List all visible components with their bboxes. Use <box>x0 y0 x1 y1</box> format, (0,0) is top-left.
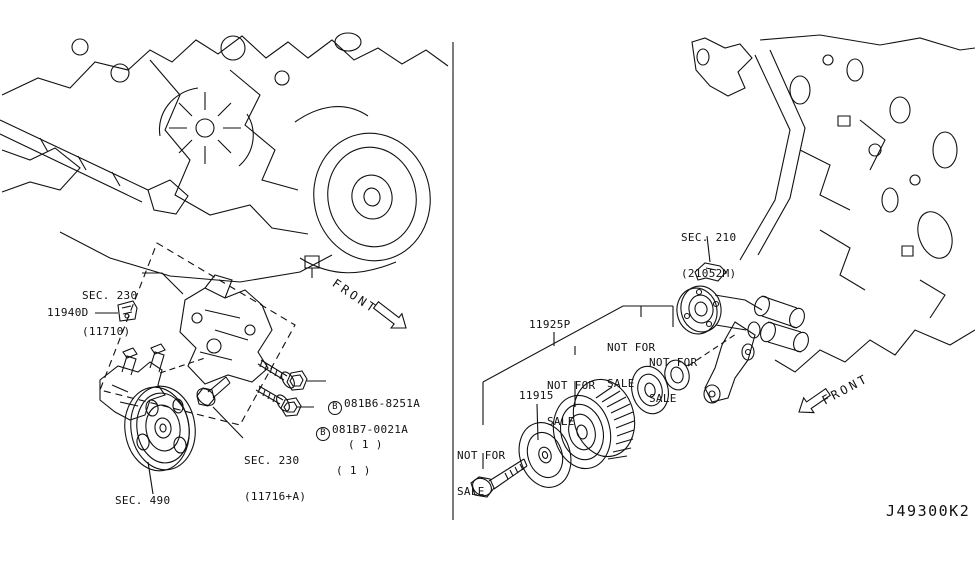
sec-210-21052m-label: SEC. 210 (21052M) <box>681 208 736 304</box>
sec-230-11710-label: SEC. 230 (11710) <box>82 266 137 362</box>
clip-11940d <box>118 301 137 321</box>
not-for-sale-label-2: NOT FOR SALE <box>649 333 697 429</box>
not-for-sale-line1: NOT FOR <box>607 341 656 354</box>
not-for-sale-line1: NOT FOR <box>547 379 596 392</box>
part-11915-label: 11915 <box>519 389 554 402</box>
idler-bracket <box>673 283 811 403</box>
pulley-11925p <box>546 373 643 475</box>
part-11940d-label: 11940D <box>47 306 89 319</box>
pump-bracket <box>180 275 272 384</box>
leader-sec230-lower <box>213 407 243 438</box>
pump-pulley <box>119 382 200 475</box>
pulley-kit-art <box>469 306 736 499</box>
not-for-sale-label-4: NOT FOR SALE <box>457 426 505 522</box>
not-for-sale-line1: NOT FOR <box>457 449 506 462</box>
pump-assembly-art <box>95 243 326 494</box>
spacer-ring-large <box>627 362 674 417</box>
bolt-b1 <box>258 360 307 390</box>
not-for-sale-label-3: NOT FOR SALE <box>547 356 595 452</box>
front-arrow-right <box>799 389 830 413</box>
pulley-bolt <box>469 459 527 499</box>
sec-230-11716a-sub: (11716+A) <box>244 490 307 503</box>
bolt-081b6-part-no: 081B6-8251A <box>344 397 421 410</box>
bolt-081b6-qty: ( 1 ) <box>348 437 383 451</box>
sec-230-11710-title: SEC. 230 <box>82 289 138 302</box>
not-for-sale-line2: SALE <box>547 415 575 428</box>
sec210-bracket-piece <box>695 263 726 281</box>
not-for-sale-label-1: NOT FOR SALE <box>607 318 655 414</box>
spacer-ring-small <box>662 358 693 393</box>
leader-sec230-upper <box>142 273 183 294</box>
front-arrow-left <box>374 302 406 328</box>
dashed-group-box <box>100 243 295 425</box>
part-11925p-label: 11925P <box>529 318 571 331</box>
sec-210-sub: (21052M) <box>681 267 737 280</box>
not-for-sale-line2: SALE <box>607 377 635 390</box>
bolt-a <box>194 377 230 409</box>
circled-b-icon: B <box>328 400 342 415</box>
sec-490-label: SEC. 490 <box>115 494 171 507</box>
sec-230-11716a-label: SEC. 230 (11716+A) <box>244 431 306 527</box>
drawing-code: J49300K2 <box>886 502 971 520</box>
bolt-081b7-qty: ( 1 ) <box>336 463 371 477</box>
leader-11925p-diagonal <box>483 306 673 382</box>
sec-210-title: SEC. 210 <box>681 231 737 244</box>
leader-sec210 <box>707 236 710 262</box>
leader-11915 <box>537 404 538 440</box>
sec-230-11716a-title: SEC. 230 <box>244 454 300 467</box>
bolt-b2 <box>256 386 301 416</box>
leader-sec490 <box>148 462 153 494</box>
circled-b-icon: B <box>316 426 330 441</box>
left-engine-art <box>0 33 448 282</box>
not-for-sale-line1: NOT FOR <box>649 356 698 369</box>
not-for-sale-line2: SALE <box>649 392 677 405</box>
right-engine-art <box>673 35 975 403</box>
not-for-sale-line2: SALE <box>457 485 485 498</box>
bolt-081b7-part-no: 081B7-0021A <box>332 423 409 436</box>
sec-230-11710-sub: (11710) <box>82 325 131 338</box>
water-pump-detail <box>159 88 253 166</box>
torque-converter <box>295 107 442 273</box>
